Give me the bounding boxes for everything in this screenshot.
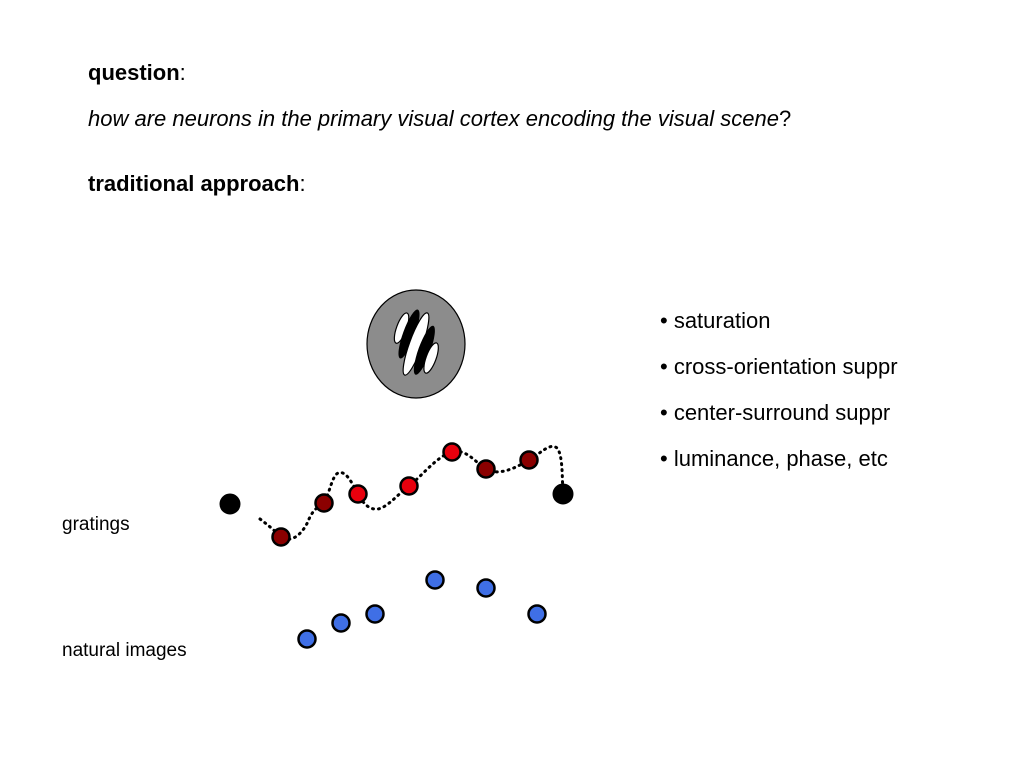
grating-point-dark-red — [519, 450, 539, 470]
question-mark: ? — [778, 106, 792, 131]
question-colon: : — [179, 60, 186, 85]
grating-point-dark-red — [314, 493, 334, 513]
bullet-list: • saturation • cross-orientation suppr •… — [660, 308, 898, 492]
natural-point-blue — [331, 613, 351, 633]
grating-point-red — [442, 442, 462, 462]
gratings-points — [219, 442, 574, 547]
natural-images-label: natural images — [62, 640, 187, 661]
natural-point-blue — [297, 629, 317, 649]
question-text-line: how are neurons in the primary visual co… — [88, 106, 791, 132]
question-heading: question: — [88, 60, 186, 86]
grating-point-dark-red — [271, 527, 291, 547]
approach-colon: : — [299, 171, 306, 196]
gratings-label: gratings — [62, 514, 130, 535]
grating-point-dark-red — [476, 459, 496, 479]
bullet-item: • cross-orientation suppr — [660, 354, 898, 379]
grating-point-red — [399, 476, 419, 496]
approach-heading: traditional approach: — [88, 171, 306, 197]
grating-point-black — [552, 483, 574, 505]
grating-point-black — [219, 493, 241, 515]
grating-point-red — [348, 484, 368, 504]
bullet-item: • saturation — [660, 308, 771, 333]
natural-images-points — [297, 570, 547, 649]
natural-point-blue — [527, 604, 547, 624]
bullet-item: • luminance, phase, etc — [660, 446, 888, 471]
natural-point-blue — [365, 604, 385, 624]
bullet-item: • center-surround suppr — [660, 400, 891, 425]
grating-stimulus-icon — [366, 289, 466, 399]
natural-point-blue — [425, 570, 445, 590]
natural-point-blue — [476, 578, 496, 598]
question-text: how are neurons in the primary visual co… — [88, 106, 779, 131]
approach-label: traditional approach — [88, 171, 300, 196]
question-label: question — [88, 60, 180, 85]
